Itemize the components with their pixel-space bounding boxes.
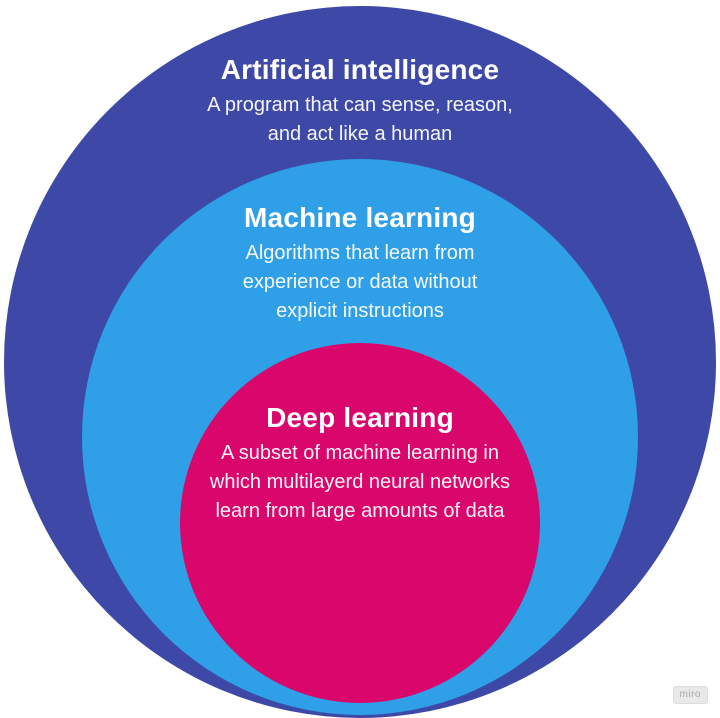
- deep-learning-circle: [180, 343, 540, 703]
- miro-watermark: miro: [672, 686, 708, 704]
- machine-learning-label-group: Machine learning Algorithms that learn f…: [150, 202, 570, 326]
- deep-learning-title: Deep learning: [266, 402, 454, 433]
- deep-learning-description: A subset of machine learning in which mu…: [209, 442, 511, 522]
- ai-title: Artificial intelligence: [220, 54, 500, 85]
- deep-learning-label-group: Deep learning A subset of machine learni…: [150, 402, 570, 526]
- ai-description: A program that can sense, reason, and ac…: [207, 94, 513, 145]
- ai-label-group: Artificial intelligence A program that c…: [150, 54, 570, 149]
- machine-learning-title: Machine learning: [244, 202, 476, 233]
- machine-learning-description: Algorithms that learn from experience or…: [242, 242, 478, 322]
